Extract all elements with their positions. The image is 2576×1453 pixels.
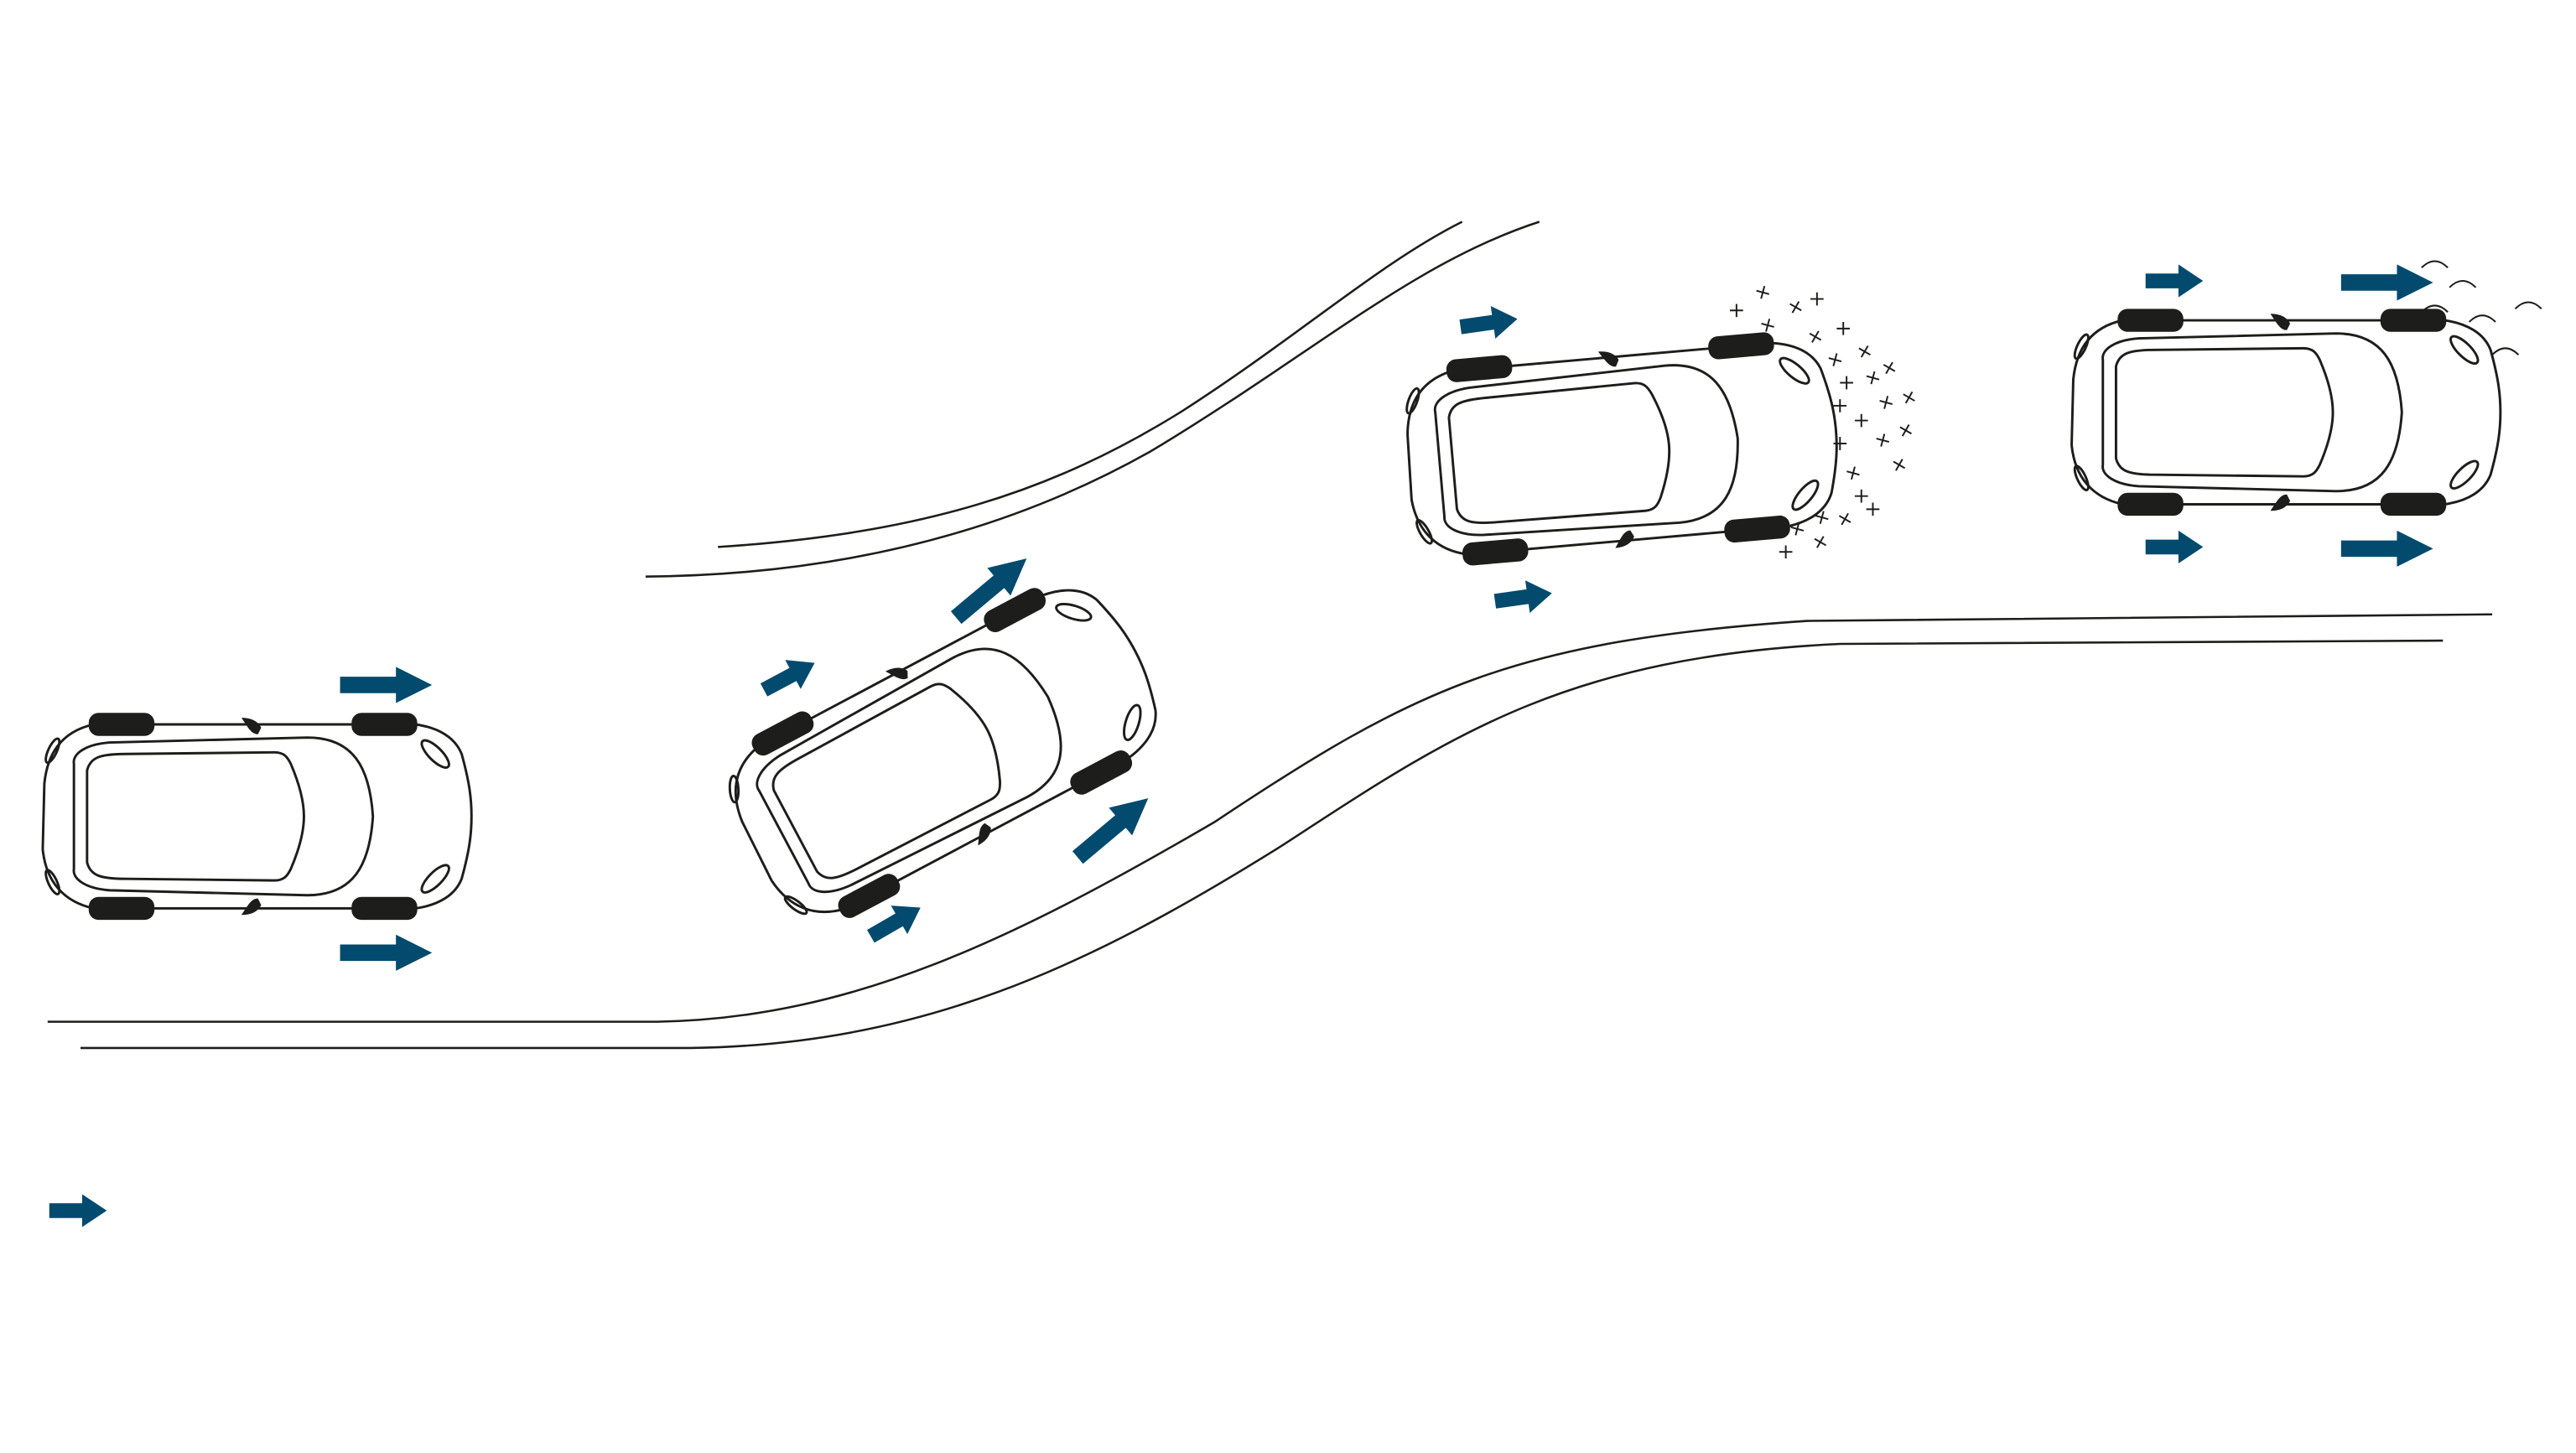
car-2-cornering [706,544,1185,951]
force-arrow-icon [340,934,433,971]
gravel-x-icon [1789,301,1802,314]
gravel-x-icon [1810,292,1824,306]
gravel-x-icon [1833,437,1847,450]
force-arrow-icon [2145,264,2204,298]
gravel-x-icon [1883,361,1896,375]
gravel-x-icon [1814,536,1827,548]
car-3-loose-surface [1398,285,1915,618]
gravel-x-icon [1828,353,1842,366]
gravel-x-icon [1854,413,1868,428]
force-arrow-icon [49,1194,107,1227]
force-arrow-icon [2145,530,2204,563]
gravel-x-icon [1809,330,1822,343]
gravel-x-icon [1854,489,1868,503]
force-arrow-icon [756,648,823,705]
road-upper [645,221,1540,578]
gravel-x-icon [1833,399,1847,413]
road-lower [47,613,2493,1050]
gravel-x-icon [1815,511,1829,524]
gravel-x-icon [1893,459,1906,471]
force-arrow-icon [1066,784,1161,872]
gravel-x-icon [1838,512,1852,526]
force-arrow-icon [1493,577,1555,618]
force-arrow-icon [2340,264,2433,301]
gravel-x-icon [1836,322,1851,335]
gravel-x-icon [1756,285,1770,299]
car-1-straight [41,667,473,971]
wheelspin-marks [2421,260,2542,355]
force-arrow-icon [340,667,433,703]
gravel-x-icon [1840,376,1853,390]
gravel-x-icon [1858,345,1871,358]
gravel-x-icon [1761,319,1774,332]
gravel-x-icon [1790,522,1805,536]
gravel-x-icon [1876,433,1890,447]
gravel-x-icon [1730,304,1743,318]
force-arrow-icon [2340,530,2433,567]
force-arrow-icon [1457,302,1520,344]
car-4-wheelspin [2070,260,2542,567]
gravel-x-icon [1899,424,1912,437]
gravel-x-icon [1866,502,1880,516]
gravel-x-icon [1879,396,1893,409]
legend [49,1194,107,1227]
gravel-x-icon [1903,391,1915,404]
gravel-x-icon [1779,545,1793,559]
gravel-x-icon [1846,466,1860,480]
gravel-marks [1730,285,1915,559]
gravel-x-icon [1866,371,1880,385]
